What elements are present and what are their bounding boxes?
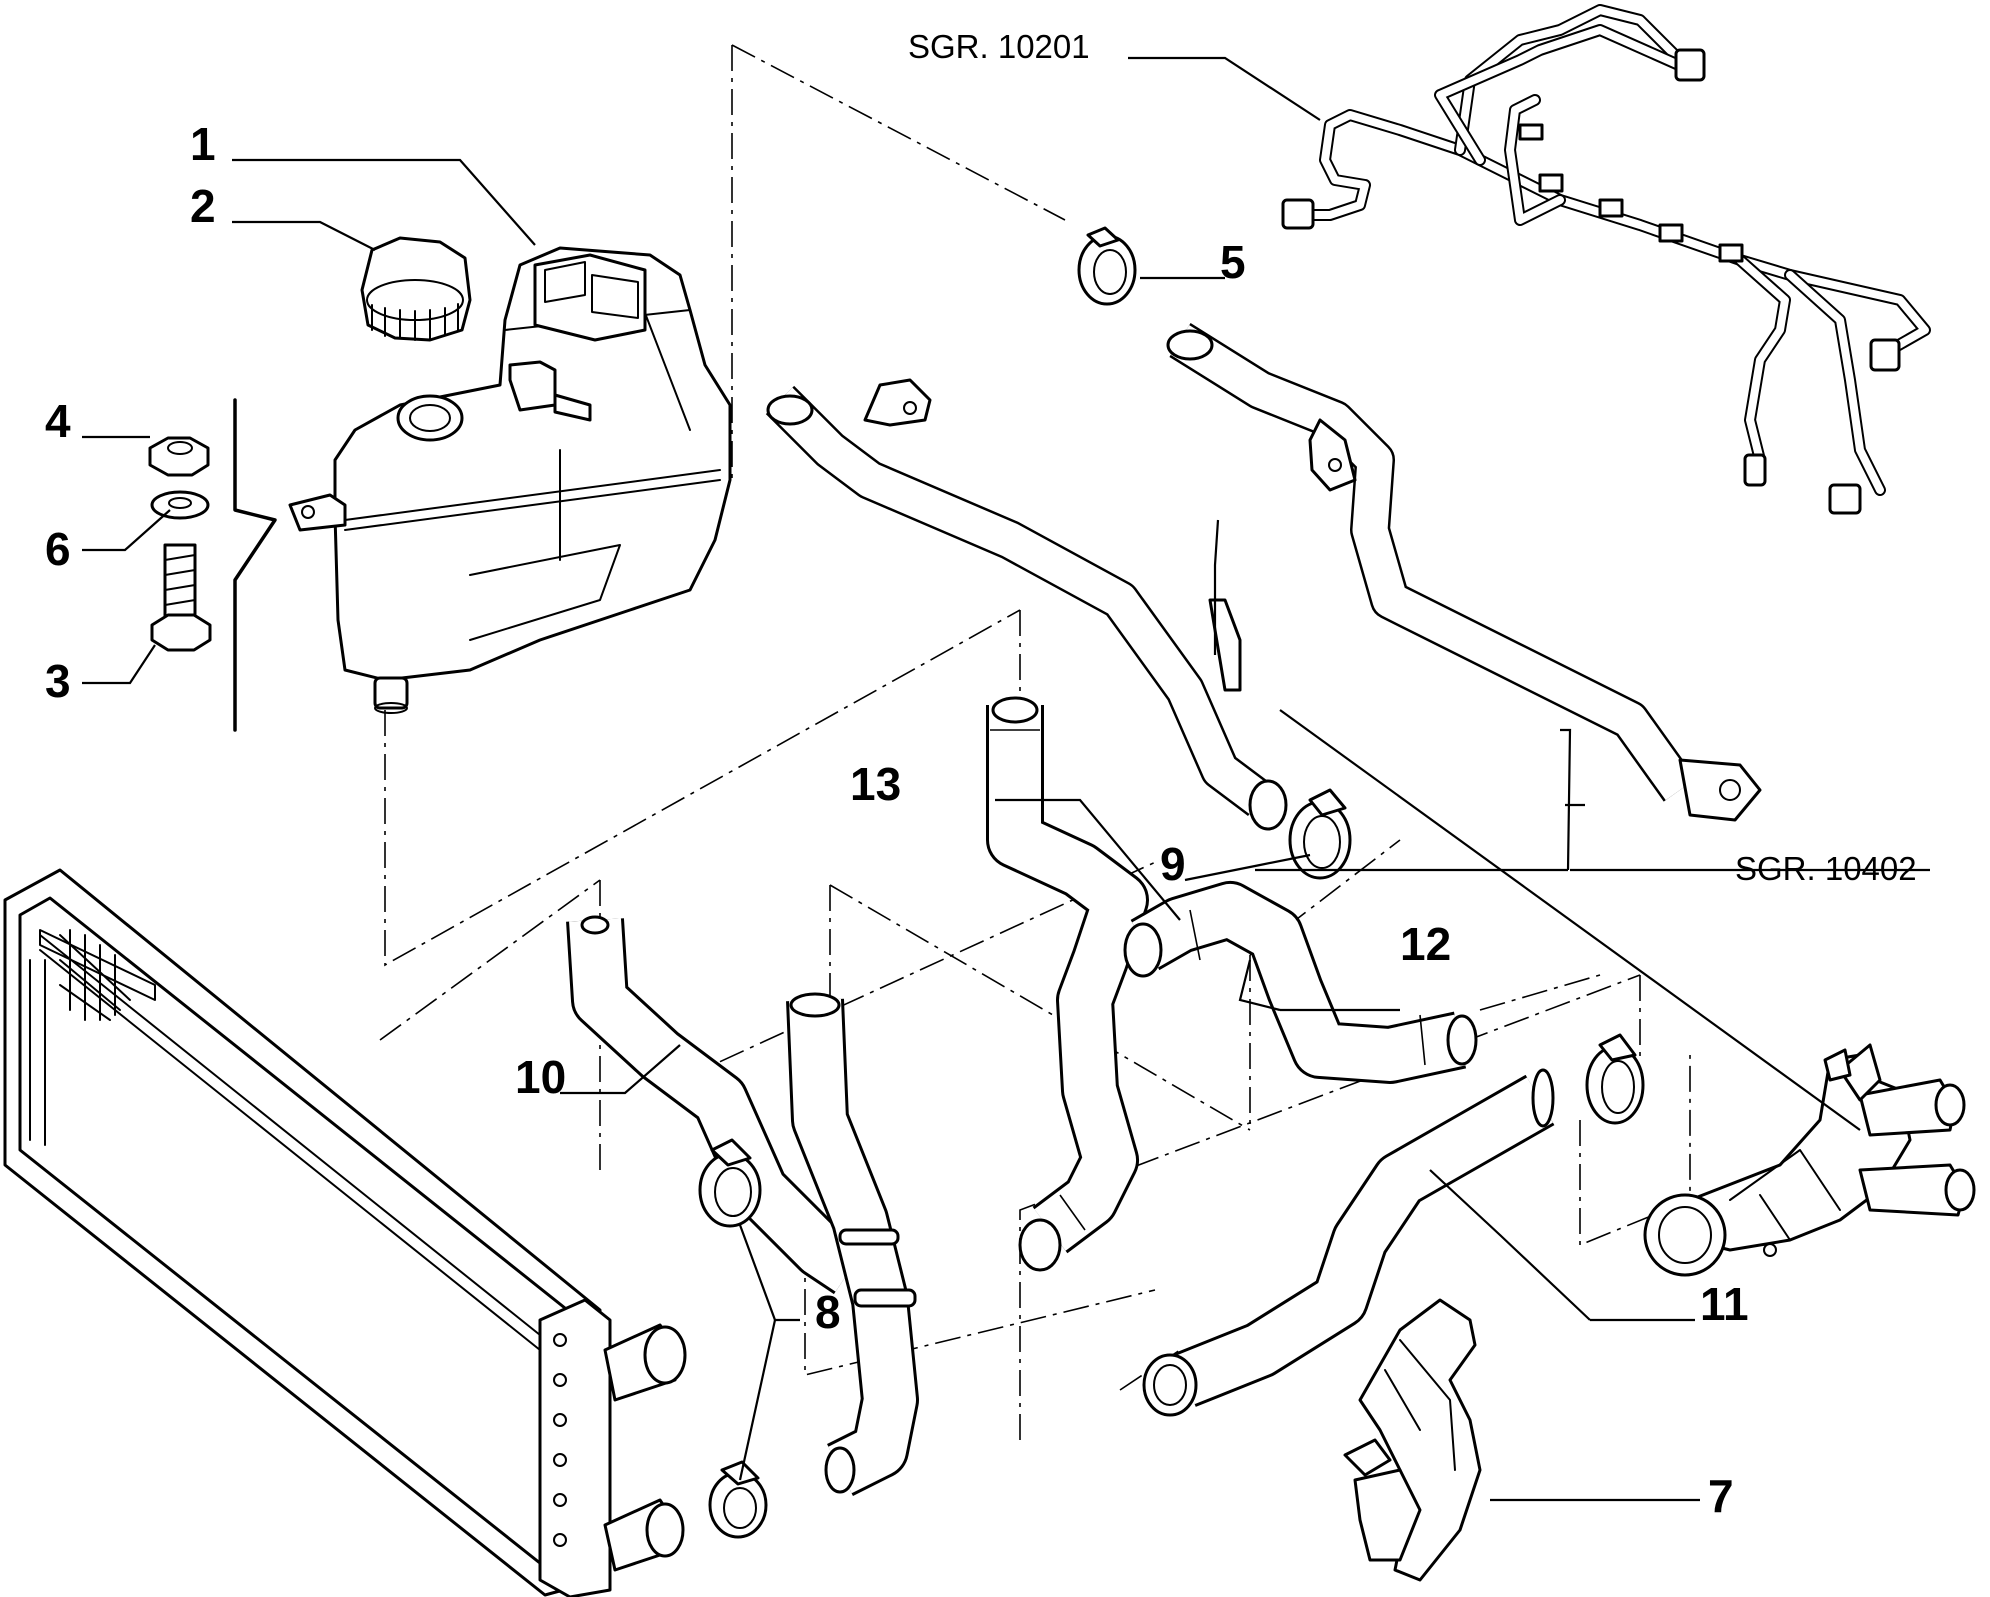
callout-13: 13 <box>850 758 901 810</box>
hose-support-bracket <box>1343 1298 1482 1582</box>
callout-8: 8 <box>815 1286 841 1338</box>
lower-radiator-hose <box>786 992 919 1496</box>
thermostat-housing <box>1643 1043 1976 1277</box>
callout-3: 3 <box>45 655 71 707</box>
hose-13 <box>986 696 1149 1272</box>
callout-5: 5 <box>1220 236 1246 288</box>
callout-1: 1 <box>190 118 216 170</box>
callout-11: 11 <box>1700 1278 1749 1330</box>
hose-clamp-5 <box>1077 226 1137 306</box>
radiator-core-grid <box>59 929 131 1021</box>
callout-2: 2 <box>190 180 216 232</box>
ref-sgr-10201: SGR. 10201 <box>908 28 1090 65</box>
ref-sgr-10402: SGR. 10402 <box>1735 850 1917 887</box>
callout-6: 6 <box>45 523 71 575</box>
hose-12 <box>1123 881 1478 1084</box>
leader-lines <box>82 56 1930 1502</box>
hose-clamp-8-upper <box>698 1138 762 1228</box>
callout-7: 7 <box>1708 1470 1734 1522</box>
expansion-tank <box>288 246 732 714</box>
expansion-tank-cap <box>360 236 472 342</box>
hose-10 <box>566 915 867 1295</box>
hose-11 <box>1142 1068 1555 1417</box>
hose-clamp-12 <box>1585 1033 1645 1125</box>
radiator <box>3 868 687 1597</box>
callout-10: 10 <box>515 1051 566 1103</box>
callout-4: 4 <box>45 395 71 447</box>
wiring-harness <box>1281 4 1931 515</box>
callout-12: 12 <box>1400 918 1451 970</box>
callouts: 1 2 4 6 3 5 13 9 12 10 8 11 7 SGR. 10201… <box>45 28 1917 1522</box>
hose-clamp-9 <box>1288 788 1352 880</box>
callout-9: 9 <box>1160 838 1186 890</box>
metal-coolant-pipes <box>765 323 1762 831</box>
hose-clamp-8-lower <box>708 1460 768 1539</box>
fastener-stack <box>148 398 277 732</box>
